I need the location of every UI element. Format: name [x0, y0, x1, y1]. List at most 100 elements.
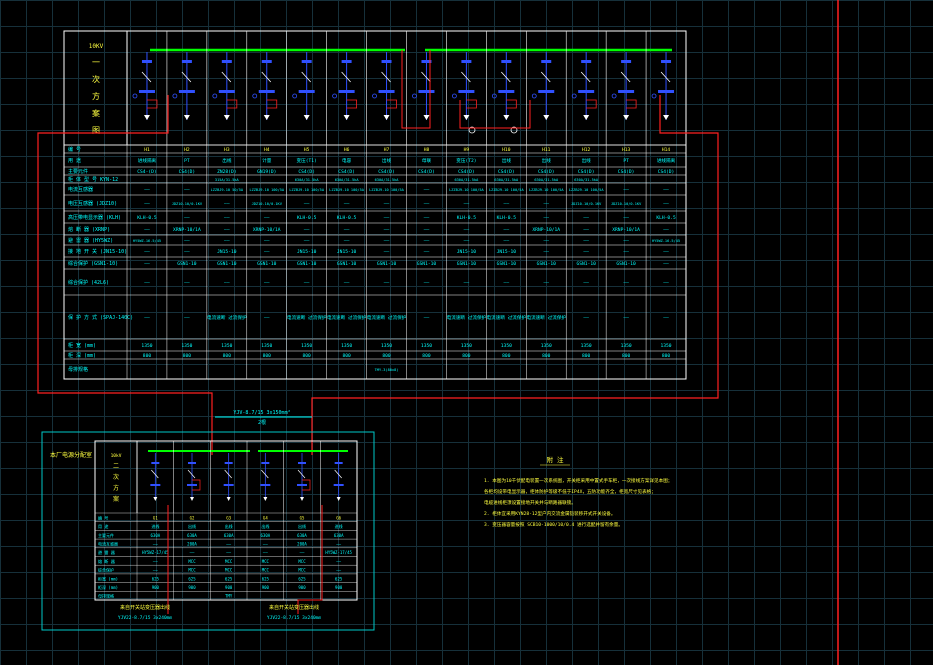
row-header: 电压互感器 (JDZ10): [68, 200, 117, 207]
table-cell: CS4(D): [458, 169, 475, 175]
incoming-cable-route: [37, 95, 213, 455]
row-header: 综合保护 (42L6): [68, 279, 109, 286]
sub-ct-symbol: [223, 484, 234, 486]
sub-row-header: 编 号: [98, 514, 108, 520]
table-cell: 800: [462, 353, 471, 359]
ct-symbol: [138, 90, 155, 93]
table-cell: ——: [583, 316, 589, 321]
row-header: 熔 断 器 (XRNP): [68, 226, 110, 233]
table-cell: ——: [384, 239, 390, 244]
table-cell: ——: [623, 239, 629, 244]
table-cell: 进线隔离: [657, 157, 676, 164]
feeder-wiring: [586, 99, 597, 109]
feeder-wiring: [226, 99, 238, 109]
sub-table-cell: ——: [336, 568, 341, 573]
sub-ground-arrow: [336, 497, 341, 501]
sub-cable-right: [297, 505, 323, 614]
table-cell: ZN28(D): [217, 169, 236, 175]
row-header: 柜 体 型 号 KYN-12: [68, 176, 118, 183]
sub-table-cell: MCC: [262, 568, 270, 573]
switch-symbol: [301, 60, 312, 63]
table-cell: 315A/31.5kA: [215, 178, 240, 182]
sub-ct-symbol: [150, 484, 161, 486]
table-cell: 630A/31.5kA: [494, 178, 519, 182]
sub-table-cell: G1: [153, 515, 158, 520]
table-cell: 出线: [382, 157, 392, 164]
table-cell: ——: [583, 281, 589, 286]
table-cell: ——: [144, 188, 150, 193]
table-cell: 1350: [541, 343, 552, 349]
sub-switch-symbol: [334, 462, 343, 464]
table-cell: 800: [422, 353, 431, 359]
table-cell: ——: [224, 281, 230, 286]
table-cell: KLH-0.5: [337, 215, 357, 221]
table-cell: HY5WZ-16.5/45: [652, 239, 680, 243]
table-cell: 800: [342, 353, 351, 359]
ground-arrow: [343, 115, 350, 120]
table-cell: 630A/31.5kA: [574, 178, 599, 182]
sub-table-cell: 625: [188, 576, 196, 581]
table-cell: XRNP-10/1A: [532, 227, 560, 233]
table-cell: 630A/31.5kA: [295, 178, 320, 182]
table-cell: H12: [582, 147, 591, 153]
sub-table-cell: 900: [262, 585, 270, 590]
sub-switch-symbol: [151, 462, 160, 464]
table-cell: TMY-3(80x8): [375, 368, 399, 372]
sub-table-cell: HY5WZ-17/45: [142, 550, 169, 555]
table-cell: ——: [144, 262, 150, 267]
row-header: 柜 深 (mm): [68, 352, 96, 359]
table-cell: 630A/31.5kA: [454, 178, 479, 182]
table-cell: ——: [464, 239, 470, 244]
table-cell: H4: [264, 147, 270, 153]
ct-symbol: [618, 90, 635, 93]
sub-switch-symbol: [298, 462, 306, 464]
sub-ct-symbol: [297, 484, 307, 486]
table-cell: GSN1-10: [337, 261, 357, 267]
sub-table-cell: MCC: [298, 568, 306, 573]
indicator-symbol: [611, 93, 617, 99]
row-header: 母排规格: [68, 366, 88, 373]
sub-table-cell: 200A: [297, 541, 307, 546]
table-cell: XRNP-10/1A: [173, 227, 201, 233]
table-cell: CS4(D): [658, 169, 675, 175]
table-cell: KLH-0.5: [297, 215, 317, 221]
table-cell: 电流速断 过流保护: [287, 314, 327, 321]
indicator-symbol: [252, 93, 258, 99]
table-cell: XRNP-10/1A: [612, 227, 640, 233]
table-cell: LZZBJ9-10 100/5A: [329, 188, 364, 192]
table-cell: H7: [384, 147, 390, 153]
sub-title-char: 10kV: [111, 453, 122, 459]
sub-table-cell: 出线: [261, 523, 269, 529]
ground-arrow: [623, 115, 630, 120]
table-cell: ——: [264, 239, 270, 244]
table-cell: ——: [144, 281, 150, 286]
ct-symbol: [338, 90, 355, 93]
note-item: 3. 变压器容量按照 SCB10-1000/10/0.4 进行选配并留有余量。: [484, 521, 623, 528]
table-cell: 800: [382, 353, 391, 359]
table-cell: 电流速断 过流保护: [327, 314, 367, 321]
table-cell: 630A/31.5kA: [335, 178, 360, 182]
table-cell: 800: [542, 353, 551, 359]
indicator-symbol: [651, 93, 657, 99]
table-cell: ——: [543, 216, 549, 221]
ct-symbol: [178, 90, 195, 93]
indicator-symbol: [132, 93, 138, 99]
note-item: 各柜均设带电显示器，柜体防护等级不低于IP4X，五防功能齐全，柜宽尺寸见表格；: [484, 488, 656, 495]
ct-symbol: [538, 90, 555, 93]
table-cell: H1: [144, 147, 150, 153]
sub-table-cell: 630A: [224, 533, 234, 538]
table-cell: H14: [662, 147, 671, 153]
transformer-symbol: [510, 126, 518, 134]
table-cell: 计量: [262, 157, 272, 164]
table-cell: ——: [304, 239, 310, 244]
table-cell: ——: [384, 281, 390, 286]
table-cell: ——: [543, 281, 549, 286]
table-cell: 出线: [222, 157, 232, 164]
table-cell: 800: [662, 353, 671, 359]
incoming-cable-route-right: [311, 95, 719, 455]
ct-symbol: [658, 90, 675, 93]
sub-title-char: 案: [113, 495, 119, 503]
table-cell: ——: [504, 228, 510, 233]
